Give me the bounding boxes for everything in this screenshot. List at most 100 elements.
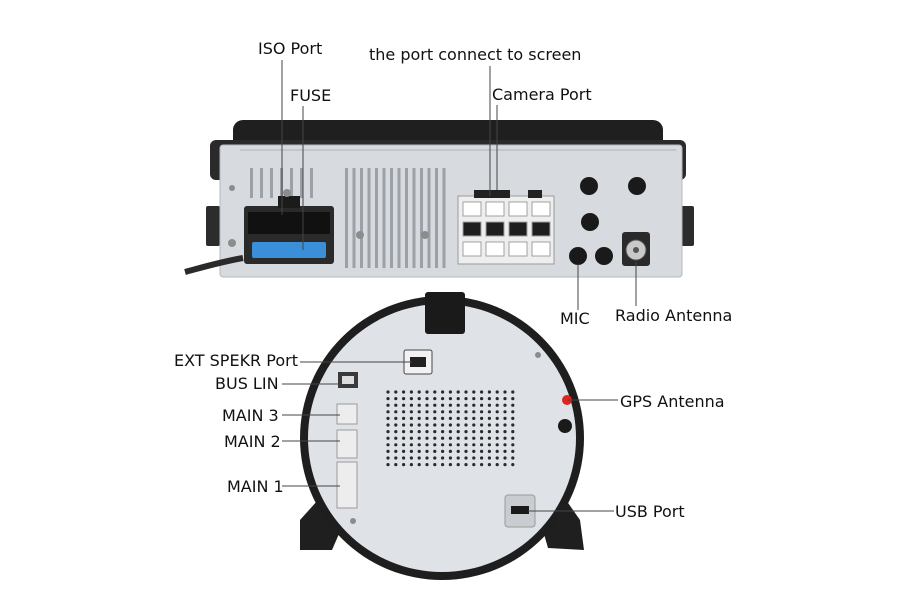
- grille-hole: [464, 430, 468, 434]
- iso-pins: [248, 212, 330, 234]
- grille-hole: [472, 463, 476, 467]
- screw: [229, 185, 235, 191]
- iso-latch: [278, 196, 300, 208]
- grille-hole: [386, 449, 390, 453]
- gps-hole: [558, 419, 572, 433]
- grille-hole: [394, 390, 398, 394]
- vent-slot: [270, 168, 273, 198]
- grille-hole: [495, 436, 499, 440]
- grille-hole: [402, 456, 406, 460]
- grille-hole: [402, 449, 406, 453]
- screw: [421, 231, 429, 239]
- main2-port: [336, 429, 358, 459]
- grille-hole: [480, 397, 484, 401]
- grille-hole: [480, 449, 484, 453]
- grille-hole: [472, 449, 476, 453]
- grille-hole: [495, 403, 499, 407]
- grille-hole: [480, 436, 484, 440]
- grille-hole: [511, 463, 515, 467]
- grille-hole: [425, 463, 429, 467]
- grille-hole: [511, 423, 515, 427]
- grille-hole: [394, 449, 398, 453]
- connector-pin: [462, 221, 482, 237]
- grille-hole: [480, 463, 484, 467]
- grille-hole: [511, 430, 515, 434]
- grille-hole: [495, 423, 499, 427]
- grille-hole: [386, 463, 390, 467]
- connector-pin: [508, 221, 528, 237]
- grille-hole: [402, 423, 406, 427]
- grille-hole: [417, 390, 421, 394]
- grille-hole: [386, 430, 390, 434]
- grille-hole: [487, 397, 491, 401]
- grille-hole: [487, 416, 491, 420]
- grille-hole: [386, 410, 390, 414]
- grille-hole: [441, 397, 445, 401]
- connector-pin: [462, 201, 482, 217]
- grille-hole: [456, 430, 460, 434]
- main1-port: [336, 461, 358, 509]
- vent-slot: [390, 168, 393, 268]
- grille-hole: [386, 456, 390, 460]
- vent-slot: [352, 168, 356, 268]
- vent-slot: [375, 168, 378, 268]
- grille-hole: [441, 456, 445, 460]
- grille-hole: [503, 456, 507, 460]
- grille-hole: [409, 410, 413, 414]
- grille-hole: [480, 456, 484, 460]
- grille-hole: [417, 436, 421, 440]
- grille-hole: [472, 397, 476, 401]
- grille-hole: [386, 416, 390, 420]
- grille-hole: [433, 397, 437, 401]
- grille-hole: [480, 423, 484, 427]
- label-iso-port: ISO Port: [258, 39, 323, 58]
- leader-lines: [281, 60, 637, 512]
- grille-hole: [503, 416, 507, 420]
- grille-hole: [487, 456, 491, 460]
- grille-hole: [417, 416, 421, 420]
- grille-hole: [503, 436, 507, 440]
- vent-slot: [260, 168, 263, 198]
- grille-hole: [464, 416, 468, 420]
- screw: [283, 189, 291, 197]
- grille-hole: [394, 397, 398, 401]
- grille-hole: [448, 430, 452, 434]
- grille-hole: [409, 397, 413, 401]
- grille-hole: [511, 443, 515, 447]
- usb-port-socket: [511, 506, 529, 514]
- grille-hole: [511, 436, 515, 440]
- grille-hole: [402, 410, 406, 414]
- grille-hole: [417, 410, 421, 414]
- grille-hole: [448, 456, 452, 460]
- grille-hole: [495, 390, 499, 394]
- grille-hole: [425, 403, 429, 407]
- grille-hole: [456, 390, 460, 394]
- grille-hole: [511, 390, 515, 394]
- grille-hole: [441, 443, 445, 447]
- vent-slot: [345, 168, 348, 268]
- grille-hole: [495, 463, 499, 467]
- grille-hole: [464, 463, 468, 467]
- grille-hole: [402, 390, 406, 394]
- grille-hole: [464, 443, 468, 447]
- grille-hole: [417, 423, 421, 427]
- grille-hole: [464, 397, 468, 401]
- grille-hole: [495, 430, 499, 434]
- connector-pin: [508, 241, 528, 257]
- grille-hole: [480, 410, 484, 414]
- grille-hole: [495, 416, 499, 420]
- grille-hole: [487, 463, 491, 467]
- label-mic: MIC: [560, 309, 590, 328]
- vent-slot: [310, 168, 313, 198]
- vent-slot: [405, 168, 408, 268]
- grille-hole: [472, 403, 476, 407]
- vent-slot: [397, 168, 401, 268]
- grille-hole: [409, 443, 413, 447]
- grille-hole: [487, 443, 491, 447]
- label-bus-lin: BUS LIN: [215, 374, 279, 393]
- grille-hole: [433, 416, 437, 420]
- grille-hole: [402, 397, 406, 401]
- grille-hole: [441, 436, 445, 440]
